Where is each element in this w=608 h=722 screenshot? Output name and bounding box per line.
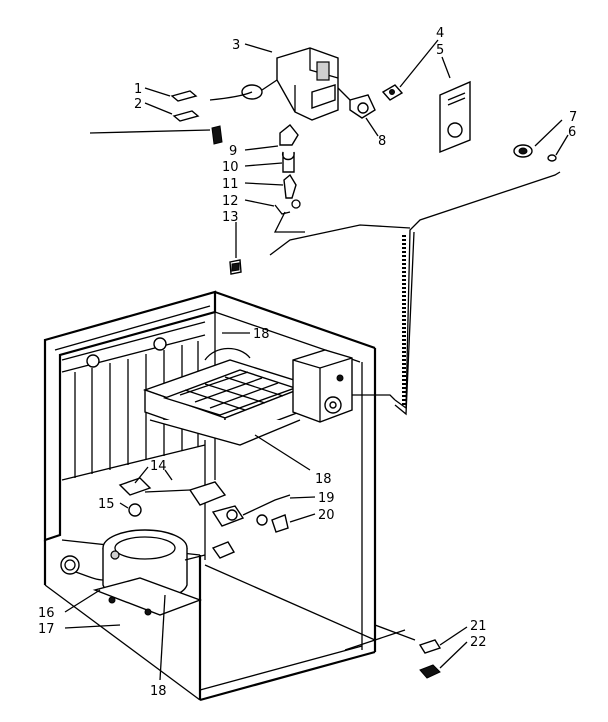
- thermostat-knob-assembly: [337, 80, 471, 154]
- callout-8: 8: [378, 134, 386, 149]
- callout-12: 12: [222, 194, 239, 209]
- callout-21: 21: [470, 619, 487, 634]
- control-housing: [209, 47, 339, 121]
- lamp-socket-assembly: [229, 124, 305, 275]
- callout-9: 9: [229, 144, 237, 159]
- callout-18-shelf: 18: [315, 472, 332, 487]
- callout-11: 11: [222, 177, 239, 192]
- callout-18-bottom: 18: [150, 684, 167, 699]
- callout-5: 5: [436, 43, 444, 58]
- callout-6: 6: [568, 125, 576, 140]
- knob-7-6: [513, 144, 557, 162]
- callout-3: 3: [232, 38, 240, 53]
- callout-15: 15: [98, 497, 115, 512]
- callout-10: 10: [222, 160, 239, 175]
- callout-13: 13: [222, 210, 239, 225]
- small-hardware-1-2: [89, 90, 223, 145]
- callout-7: 7: [569, 110, 577, 125]
- capillary-tube: [269, 171, 561, 416]
- ice-tray-shelf: [142, 347, 313, 446]
- callout-4: 4: [436, 26, 444, 41]
- callout-16: 16: [38, 606, 55, 621]
- thermostat-control: [292, 349, 396, 423]
- callout-labels: 1 2 3 4 5 6 7 8 9 10 11 12 13 14 15 16 1…: [38, 26, 577, 699]
- callout-18-top: 18: [253, 327, 270, 342]
- callout-14: 14: [150, 459, 167, 474]
- callout-17: 17: [38, 622, 55, 637]
- callout-1: 1: [134, 82, 142, 97]
- callout-19: 19: [318, 491, 335, 506]
- relay-and-hardware: [118, 469, 291, 559]
- compressor: [60, 529, 206, 616]
- callout-2: 2: [134, 97, 142, 112]
- callout-leaders: [64, 39, 569, 681]
- callout-22: 22: [470, 635, 487, 650]
- callout-20: 20: [318, 508, 335, 523]
- leveling-feet: [344, 624, 442, 679]
